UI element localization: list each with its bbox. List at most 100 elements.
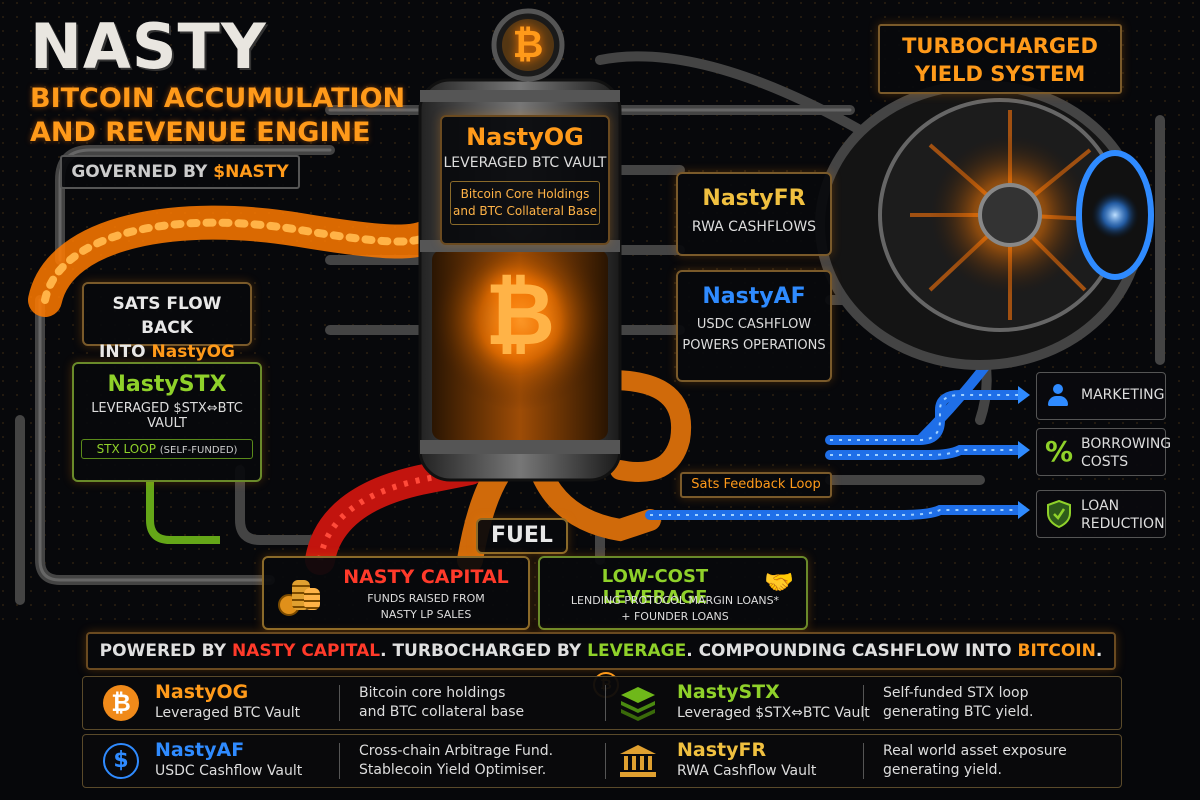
row2-right-sub: RWA Cashflow Vault bbox=[677, 763, 817, 779]
dollar-coin-icon: $ bbox=[103, 743, 139, 779]
row2-left-name: NastyAF bbox=[155, 739, 245, 761]
tagline-p1: POWERED BY bbox=[99, 641, 232, 661]
use-loan: LOAN REDUCTION bbox=[1036, 490, 1166, 538]
sats-back-line1: SATS FLOW BACK bbox=[112, 294, 222, 338]
vault-desc-line1: Bitcoin Core Holdings bbox=[460, 187, 590, 201]
row1-left-desc1: Bitcoin core holdings bbox=[359, 685, 506, 701]
coins-icon bbox=[278, 574, 320, 616]
fr-sub: RWA CASHFLOWS bbox=[691, 219, 817, 235]
row1-left-name: NastyOG bbox=[155, 681, 249, 703]
row2-left-desc1: Cross-chain Arbitrage Fund. bbox=[359, 743, 554, 759]
capital-line1: FUNDS RAISED FROM bbox=[367, 592, 485, 605]
turbo-line2: YIELD SYSTEM bbox=[914, 62, 1086, 86]
row1-left-sub: Leveraged BTC Vault bbox=[155, 705, 301, 721]
handshake-icon: 🤝 bbox=[764, 568, 794, 596]
governed-prefix: GOVERNED BY bbox=[71, 162, 214, 182]
use-borrowing: % BORROWING COSTS bbox=[1036, 428, 1171, 476]
person-icon bbox=[1047, 384, 1069, 406]
row2-right-desc: Real world asset exposure generating yie… bbox=[883, 742, 1067, 780]
tagline-p2: NASTY CAPITAL bbox=[231, 641, 381, 661]
row2-left-desc2: Stablecoin Yield Optimiser. bbox=[359, 762, 547, 778]
capital-line2: NASTY LP SALES bbox=[380, 608, 472, 621]
row2-right-desc2: generating yield. bbox=[883, 762, 1002, 778]
table-row: $ NastyAF USDC Cashflow Vault Cross-chai… bbox=[82, 734, 1122, 788]
row1-right-desc2: generating BTC yield. bbox=[883, 704, 1034, 720]
sats-back-prefix: INTO bbox=[99, 342, 152, 362]
divider bbox=[863, 685, 864, 721]
bitcoin-medallion-icon: ₿ bbox=[512, 22, 544, 66]
vault-sub: LEVERAGED BTC VAULT bbox=[443, 155, 607, 171]
shield-check-icon bbox=[1047, 500, 1071, 528]
divider bbox=[605, 685, 606, 721]
row1-left-desc: Bitcoin core holdings and BTC collateral… bbox=[359, 684, 524, 722]
governed-badge: GOVERNED BY $NASTY bbox=[60, 155, 300, 189]
af-line2: POWERS OPERATIONS bbox=[682, 338, 826, 353]
use-loan-line1: LOAN bbox=[1081, 498, 1120, 514]
vault-name: NastyOG bbox=[466, 123, 584, 151]
turbo-label: TURBOCHARGED YIELD SYSTEM bbox=[878, 24, 1122, 94]
row2-right-name: NastyFR bbox=[677, 739, 767, 761]
bank-icon bbox=[620, 745, 656, 777]
main-title: NASTY bbox=[30, 10, 267, 83]
row1-right-desc: Self-funded STX loop generating BTC yiel… bbox=[883, 684, 1034, 722]
tagline-p6: BITCOIN bbox=[1017, 641, 1096, 661]
subtitle: BITCOIN ACCUMULATION AND REVENUE ENGINE bbox=[30, 82, 405, 150]
table-row: ₿ NastyOG Leveraged BTC Vault Bitcoin co… bbox=[82, 676, 1122, 730]
fuel-label: FUEL bbox=[476, 518, 568, 554]
divider bbox=[339, 743, 340, 779]
sats-back-line2: INTO NastyOG bbox=[84, 340, 250, 364]
fr-name: NastyFR bbox=[702, 186, 806, 211]
tagline-p7: . bbox=[1095, 641, 1103, 661]
divider bbox=[863, 743, 864, 779]
row1-right-sub: Leveraged $STX⇔BTC Vault bbox=[677, 705, 870, 721]
percent-icon: % bbox=[1045, 435, 1074, 468]
bitcoin-core-icon: ₿ bbox=[484, 265, 556, 365]
row2-left-sub: USDC Cashflow Vault bbox=[155, 763, 303, 779]
bitcoin-coin-icon: ₿ bbox=[103, 685, 139, 721]
fr-panel: NastyFR RWA CASHFLOWS bbox=[676, 172, 832, 256]
af-line1: USDC CASHFLOW bbox=[696, 317, 812, 332]
sats-back-name: NastyOG bbox=[151, 342, 235, 362]
stx-panel: NastySTX LEVERAGED $STX⇔BTC VAULT STX LO… bbox=[72, 362, 262, 482]
subtitle-line1: BITCOIN ACCUMULATION bbox=[30, 83, 406, 114]
af-panel: NastyAF USDC CASHFLOW POWERS OPERATIONS bbox=[676, 270, 832, 382]
use-borrowing-label: BORROWING COSTS bbox=[1081, 435, 1171, 471]
use-marketing: MARKETING bbox=[1036, 372, 1166, 420]
af-name: NastyAF bbox=[702, 284, 806, 309]
stx-line2: VAULT bbox=[147, 416, 187, 431]
tagline-bar: POWERED BY NASTY CAPITAL. TURBOCHARGED B… bbox=[86, 632, 1116, 698]
stx-loop-paren: (SELF-FUNDED) bbox=[159, 445, 238, 456]
capital-panel: NASTY CAPITAL FUNDS RAISED FROM NASTY LP… bbox=[262, 556, 530, 630]
tagline-p3: . TURBOCHARGED BY bbox=[380, 641, 588, 661]
leverage-line1: LENDING PROTOCOL MARGIN LOANS* bbox=[570, 594, 780, 607]
stack-layers-icon bbox=[621, 687, 655, 721]
vault-desc-box: Bitcoin Core Holdings and BTC Collateral… bbox=[450, 181, 600, 225]
divider bbox=[339, 685, 340, 721]
tagline-p4: LEVERAGE bbox=[587, 641, 687, 661]
turbo-line1: TURBOCHARGED bbox=[902, 34, 1098, 58]
row1-right-name: NastySTX bbox=[677, 681, 780, 703]
vault-desc-line2: and BTC Collateral Base bbox=[453, 204, 597, 218]
leverage-name: LOW-COST LEVERAGE bbox=[601, 566, 709, 608]
row1-left-desc2: and BTC collateral base bbox=[359, 704, 525, 720]
row2-left-desc: Cross-chain Arbitrage Fund. Stablecoin Y… bbox=[359, 742, 553, 780]
feedback-label: Sats Feedback Loop bbox=[680, 472, 832, 498]
use-borrowing-line2: COSTS bbox=[1081, 454, 1129, 470]
sats-flow-back-label: SATS FLOW BACK INTO NastyOG bbox=[82, 282, 252, 362]
stx-loop-box: STX LOOP (SELF-FUNDED) bbox=[81, 439, 253, 459]
leverage-panel: LOW-COST LEVERAGE 🤝 LENDING PROTOCOL MAR… bbox=[538, 556, 808, 630]
governed-token: $NASTY bbox=[213, 162, 289, 182]
stx-loop-main: STX LOOP bbox=[96, 442, 156, 456]
leverage-line2: + FOUNDER LOANS bbox=[621, 610, 729, 623]
use-borrowing-line1: BORROWING bbox=[1081, 436, 1172, 452]
tagline-p5: . COMPOUNDING CASHFLOW INTO bbox=[686, 641, 1018, 661]
row1-right-desc1: Self-funded STX loop bbox=[883, 685, 1029, 701]
use-loan-label: LOAN REDUCTION bbox=[1081, 497, 1165, 533]
capital-name: NASTY CAPITAL bbox=[343, 566, 509, 588]
use-marketing-label: MARKETING bbox=[1081, 387, 1165, 403]
stx-line1: LEVERAGED $STX⇔BTC bbox=[91, 401, 243, 416]
row2-right-desc1: Real world asset exposure bbox=[883, 743, 1067, 759]
divider bbox=[605, 743, 606, 779]
vault-label: NastyOG LEVERAGED BTC VAULT Bitcoin Core… bbox=[440, 115, 610, 245]
use-loan-line2: REDUCTION bbox=[1081, 516, 1165, 532]
